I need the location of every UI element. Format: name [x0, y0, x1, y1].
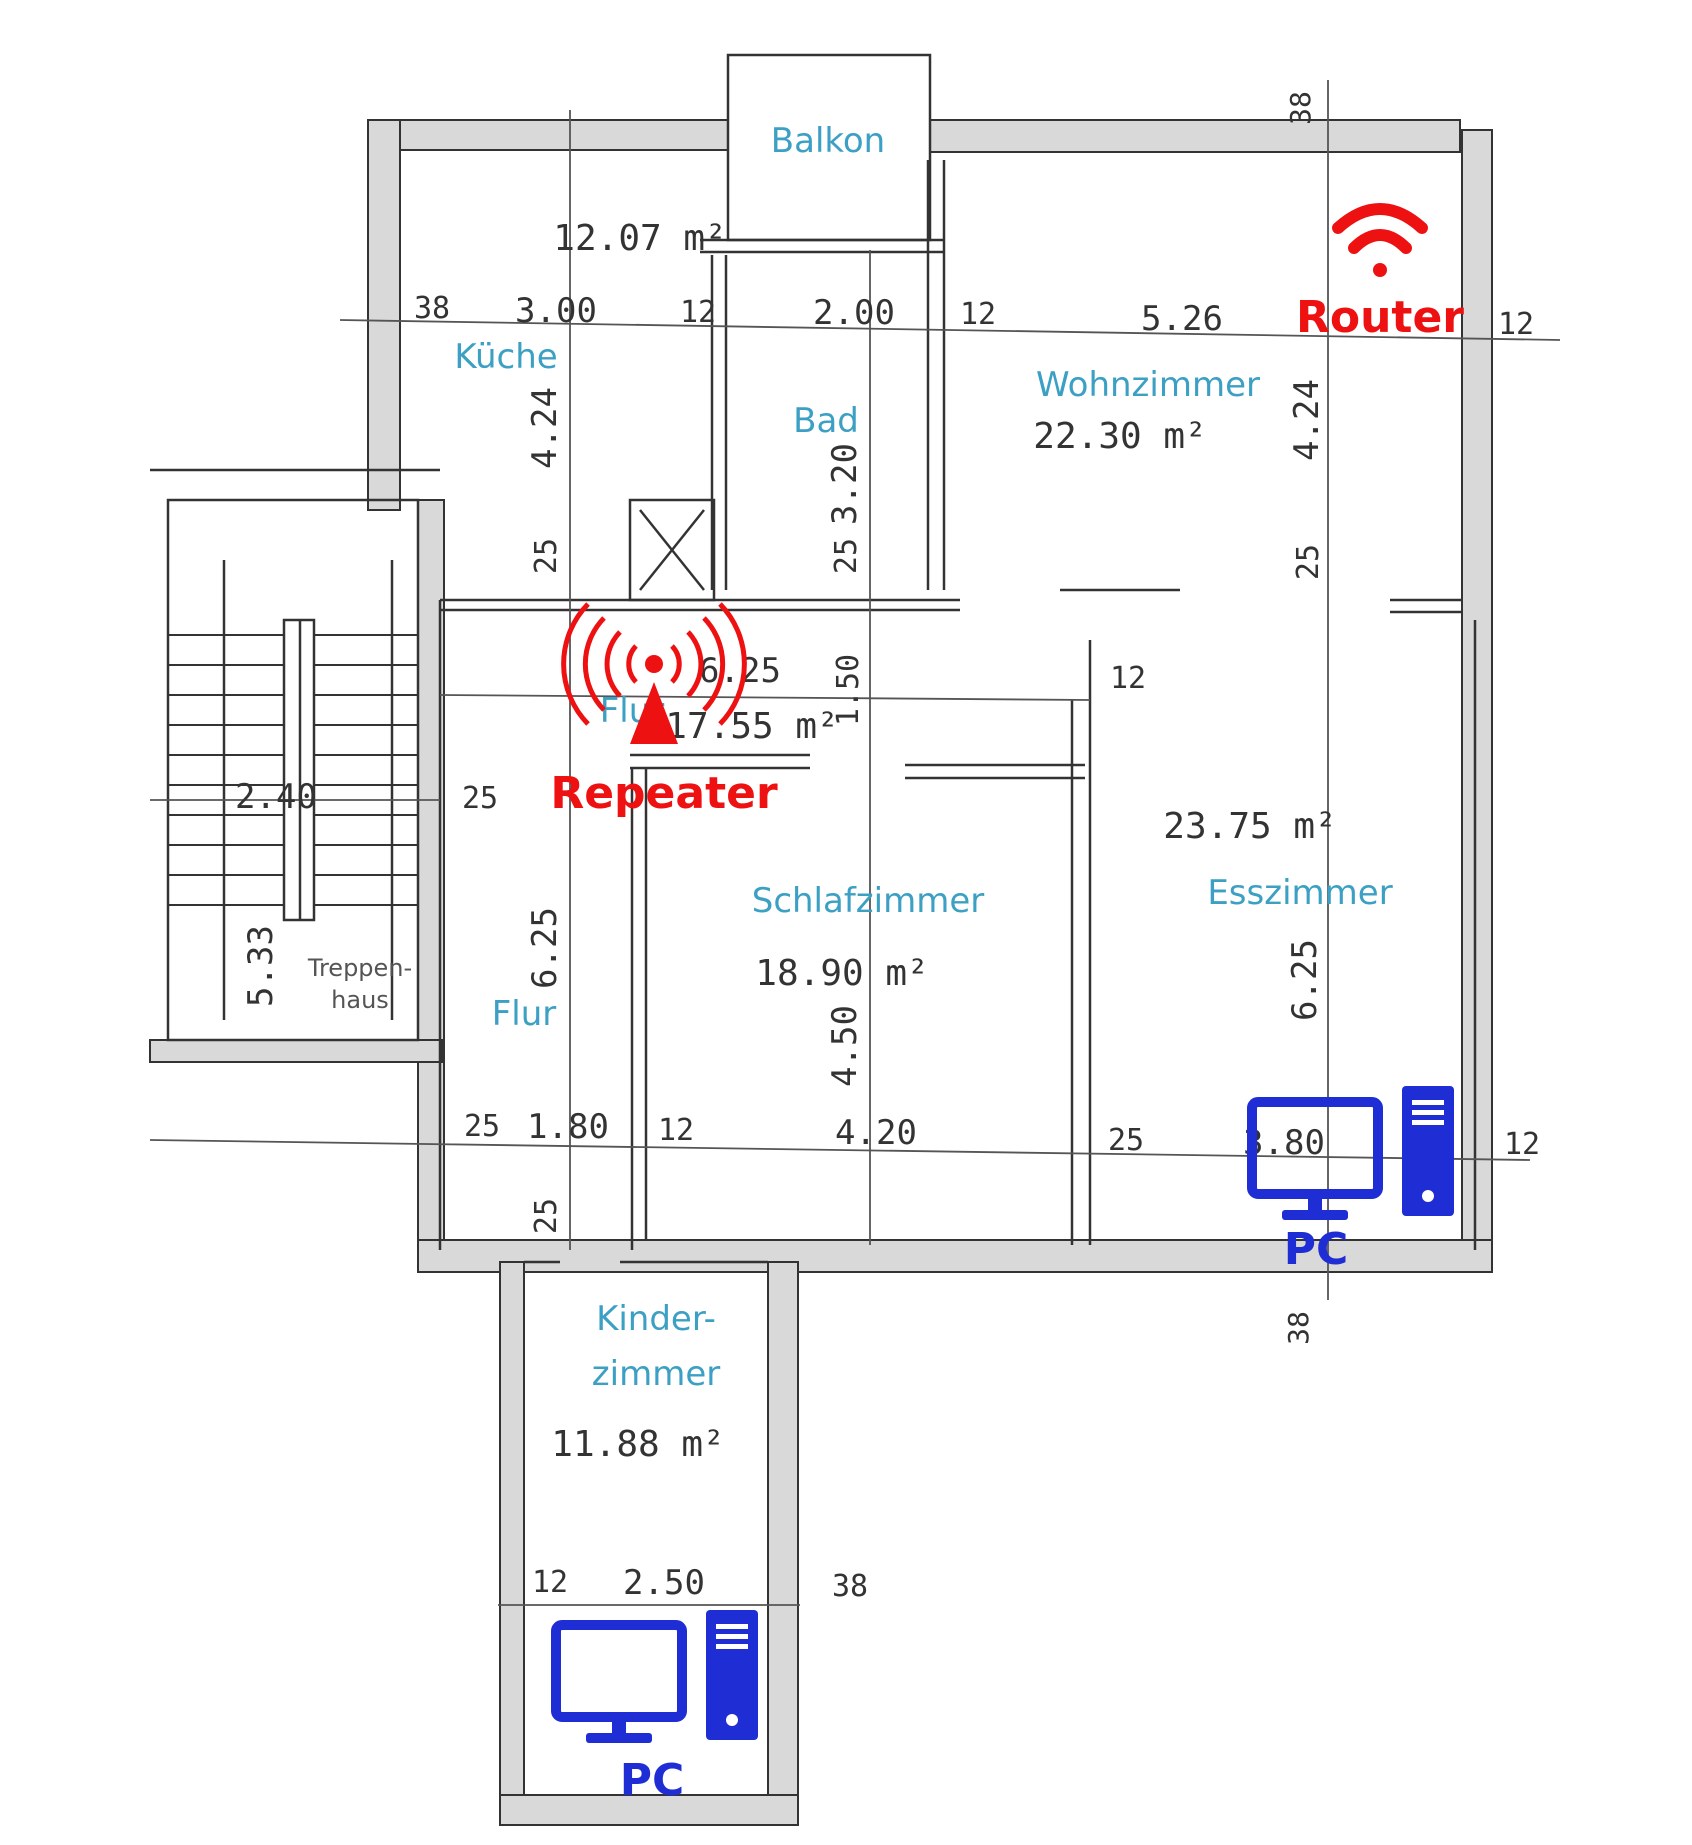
- dim-kueche-w: 3.00: [515, 291, 597, 331]
- dim-esz-25: 25: [1108, 1123, 1144, 1158]
- room-label-kinderzimmer-2: zimmer: [592, 1354, 720, 1394]
- room-label-treppenhaus-1: Treppen-: [307, 954, 412, 982]
- room-label-wohnzimmer: Wohnzimmer: [1036, 365, 1260, 405]
- dim-kinder-38: 38: [832, 1569, 868, 1604]
- dim-top-38: 38: [1284, 91, 1317, 125]
- dim-stair-w: 2.40: [235, 777, 317, 817]
- dim-stair-h: 5.33: [241, 925, 281, 1007]
- interior-lines: [150, 53, 1477, 1264]
- wall-stair-bottom: [149, 1039, 443, 1063]
- wall-kinder-right: [767, 1261, 799, 1823]
- dim-top-left-38: 38: [414, 291, 450, 326]
- dim-flur-bw: 1.80: [527, 1107, 609, 1147]
- dim-kinder-25: 25: [529, 1198, 564, 1234]
- room-label-flur: Flur: [492, 994, 557, 1034]
- area-flur: 17.55 m²: [665, 706, 838, 747]
- room-label-kinderzimmer-1: Kinder-: [596, 1299, 716, 1339]
- dim-right-12: 12: [1498, 307, 1534, 342]
- wall-kinder-bottom: [499, 1794, 799, 1826]
- pc-esszimmer-device[interactable]: PC: [1247, 1086, 1454, 1275]
- dim-wohn-25: 25: [1291, 544, 1326, 580]
- area-schlafzimmer: 18.90 m²: [755, 953, 928, 994]
- wall-right: [1461, 129, 1493, 1261]
- dim-bad-h: 3.20: [825, 443, 865, 525]
- dim-kueche-h: 4.24: [525, 387, 565, 469]
- wall-kinder-left: [499, 1261, 525, 1823]
- dim-flur-h: 6.25: [525, 907, 565, 989]
- pc-kinderzimmer-label: PC: [620, 1755, 685, 1806]
- repeater-label: Repeater: [550, 768, 778, 819]
- dim-kinder-12: 12: [532, 1565, 568, 1600]
- desktop-pc-icon: [551, 1610, 758, 1743]
- dim-bad-left-12: 12: [680, 295, 716, 330]
- dim-bad-w: 2.00: [813, 293, 895, 333]
- dim-wohn-h: 4.24: [1287, 379, 1327, 461]
- dim-stair-25: 25: [462, 781, 498, 816]
- wall-top-right: [929, 119, 1461, 153]
- router-device[interactable]: Router: [1296, 203, 1464, 343]
- dim-schlaf-12: 12: [658, 1113, 694, 1148]
- pc-esszimmer-label: PC: [1284, 1224, 1349, 1275]
- dim-bot-38: 38: [1282, 1311, 1315, 1345]
- room-label-esszimmer: Esszimmer: [1207, 873, 1392, 913]
- room-labels: Balkon Küche Bad Wohnzimmer Flur Flur Sc…: [307, 121, 1393, 1394]
- area-wohnzimmer: 22.30 m²: [1033, 416, 1206, 457]
- wall-left-kitchen: [367, 119, 401, 511]
- desktop-pc-icon: [1247, 1086, 1454, 1220]
- area-kueche: 12.07 m²: [553, 218, 726, 259]
- wall-bottom: [417, 1239, 1493, 1273]
- walls: [149, 119, 1493, 1826]
- dim-wohn-w: 5.26: [1141, 299, 1223, 339]
- stair-treads: [168, 634, 418, 906]
- stair-area: [166, 498, 420, 1042]
- room-label-treppenhaus-2: haus: [331, 986, 389, 1014]
- area-esszimmer: 23.75 m²: [1163, 806, 1336, 847]
- dimension-lines: [149, 80, 1561, 1606]
- dim-esz-r12: 12: [1504, 1127, 1540, 1162]
- dim-schlaf-w: 4.20: [835, 1113, 917, 1153]
- dim-esz-12: 12: [1110, 661, 1146, 696]
- balkon-outline: [726, 53, 932, 242]
- room-label-balkon: Balkon: [771, 121, 885, 161]
- area-kinderzimmer: 11.88 m²: [551, 1424, 724, 1465]
- wall-top-left: [367, 119, 729, 151]
- dim-bot-25a: 25: [464, 1109, 500, 1144]
- room-label-bad: Bad: [793, 401, 859, 441]
- dim-schlaf-h: 4.50: [825, 1005, 865, 1087]
- antenna-icon: [561, 602, 747, 744]
- repeater-device[interactable]: Repeater: [550, 602, 778, 819]
- dim-esz-h: 6.25: [1285, 939, 1325, 1021]
- router-label: Router: [1296, 292, 1464, 343]
- room-label-kueche: Küche: [454, 337, 557, 377]
- dim-flur-150: 1.50: [831, 654, 866, 726]
- dim-kinder-w: 2.50: [623, 1563, 705, 1603]
- area-labels: 12.07 m² 22.30 m² 17.55 m² 18.90 m² 23.7…: [551, 218, 1336, 1465]
- pc-kinderzimmer-device[interactable]: PC: [551, 1610, 758, 1806]
- room-label-schlafzimmer: Schlafzimmer: [752, 881, 985, 921]
- dim-bad-right-12: 12: [960, 297, 996, 332]
- dim-k-25: 25: [529, 538, 564, 574]
- dim-bad-25: 25: [829, 538, 864, 574]
- wifi-icon: [1332, 203, 1428, 277]
